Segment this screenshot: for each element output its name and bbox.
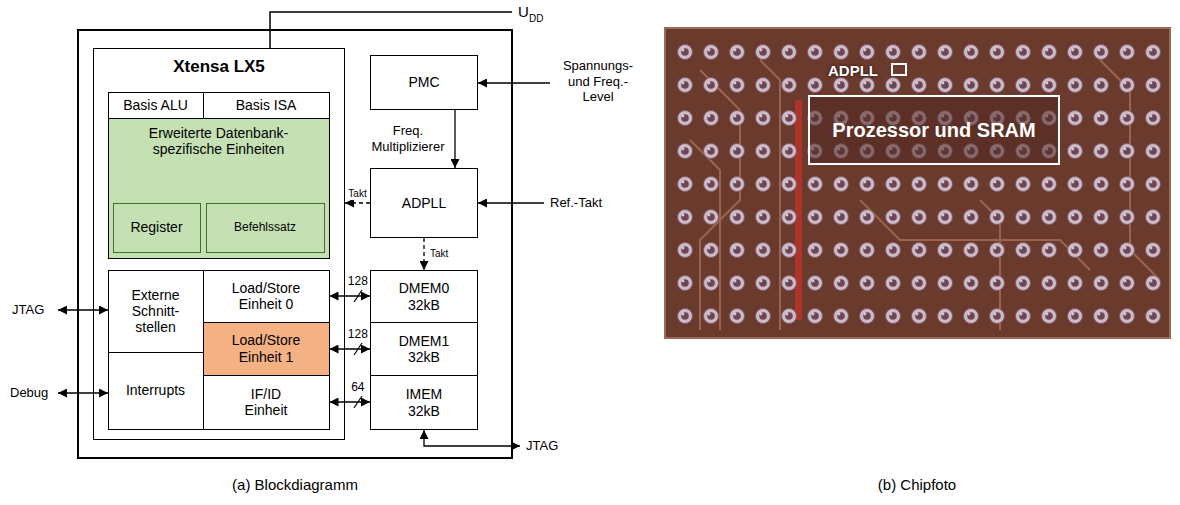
- unit-box: Basis ALU: [108, 92, 204, 119]
- node-text: Interrupts: [126, 382, 185, 398]
- node-text: Externe Schnitt- stellen: [116, 287, 196, 335]
- processor-region-box: Prozessor und SRAM: [808, 95, 1060, 165]
- clock-arrow: [345, 202, 370, 203]
- caption: (b) Chipfoto: [878, 476, 956, 494]
- node-text: ADPLL: [402, 195, 446, 211]
- node-text: Erweiterte Datenbank- spezifische Einhei…: [121, 125, 317, 157]
- memory-box: DMEM1 32kB: [370, 322, 478, 376]
- extension-region: Erweiterte Datenbank- spezifische Einhei…: [108, 118, 330, 259]
- signal-label: Debug: [10, 385, 48, 401]
- supply-label: U: [518, 3, 529, 21]
- signal-label: JTAG: [12, 302, 44, 318]
- chip-die: [665, 28, 1170, 338]
- edge-label: 128: [347, 327, 369, 341]
- interrupt-box: Interrupts: [108, 352, 204, 430]
- connector-arrow: [330, 348, 371, 349]
- fetch-decode-box: IF/ID Einheit: [203, 375, 330, 430]
- chip-outline: [78, 30, 512, 458]
- node-text: Register: [130, 219, 182, 235]
- connector-arrow: [454, 110, 455, 168]
- node-text: DMEM1 32kB: [394, 333, 454, 365]
- load-store-box: Load/Store Einheit 1: [203, 322, 330, 376]
- pmc-box: PMC: [370, 55, 478, 110]
- supply-wire: [270, 12, 512, 48]
- pll-box: ADPLL: [370, 168, 478, 238]
- node-text: Basis ALU: [123, 97, 188, 113]
- jtag-imem-arrow: [424, 430, 520, 446]
- input-label: Spannungs- und Freq.- Level: [556, 58, 640, 105]
- register-box: Register: [113, 203, 201, 253]
- load-store-box: Load/Store Einheit 0: [203, 270, 330, 323]
- connector-arrow: [330, 401, 371, 402]
- jtag-arrow: [58, 309, 108, 310]
- edge-label: Takt: [347, 188, 367, 200]
- clock-arrow: [423, 238, 424, 270]
- edge-label: Takt: [429, 248, 449, 260]
- signal-label: JTAG: [526, 438, 558, 454]
- caption: (a) Blockdiagramm: [232, 476, 358, 494]
- node-text: IF/ID Einheit: [231, 386, 301, 418]
- node-text: Load/Store Einheit 0: [216, 280, 316, 312]
- node-text: Xtensa LX5: [173, 57, 265, 77]
- chip-photo: [665, 28, 1170, 338]
- edge-label: Freq. Multiplizierer: [367, 123, 449, 154]
- input-label: Ref.-Takt: [550, 195, 602, 211]
- node-text: Basis ISA: [236, 97, 297, 113]
- node-text: Befehlssatz: [234, 221, 296, 235]
- node-text: Load/Store Einheit 1: [216, 332, 316, 364]
- processor-core-box: Xtensa LX5Basis ALU Basis ISA Erweiterte D…: [93, 48, 345, 440]
- interface-box: Externe Schnitt- stellen: [108, 270, 204, 353]
- connector-arrow: [330, 295, 371, 296]
- memory-box: IMEM 32kB: [370, 375, 478, 430]
- node-text: IMEM 32kB: [394, 386, 454, 418]
- ref-clock-arrow: [478, 202, 544, 203]
- node-text: Prozessor und SRAM: [832, 119, 1035, 142]
- node-text: DMEM0 32kB: [394, 280, 454, 312]
- adpll-marker: [892, 64, 906, 75]
- chip-pads: [672, 36, 1166, 333]
- memory-box: DMEM0 32kB: [370, 270, 478, 323]
- photo-label: ADPLL: [828, 62, 878, 80]
- node-text: PMC: [408, 74, 439, 90]
- supply-subscript: DD: [529, 13, 543, 25]
- debug-arrow: [58, 392, 108, 393]
- level-input-arrow: [478, 82, 550, 83]
- unit-box: Basis ISA: [203, 92, 330, 119]
- instruction-set-box: Befehlssatz: [206, 203, 325, 253]
- edge-label: 64: [350, 380, 365, 394]
- edge-label: 128: [347, 274, 369, 288]
